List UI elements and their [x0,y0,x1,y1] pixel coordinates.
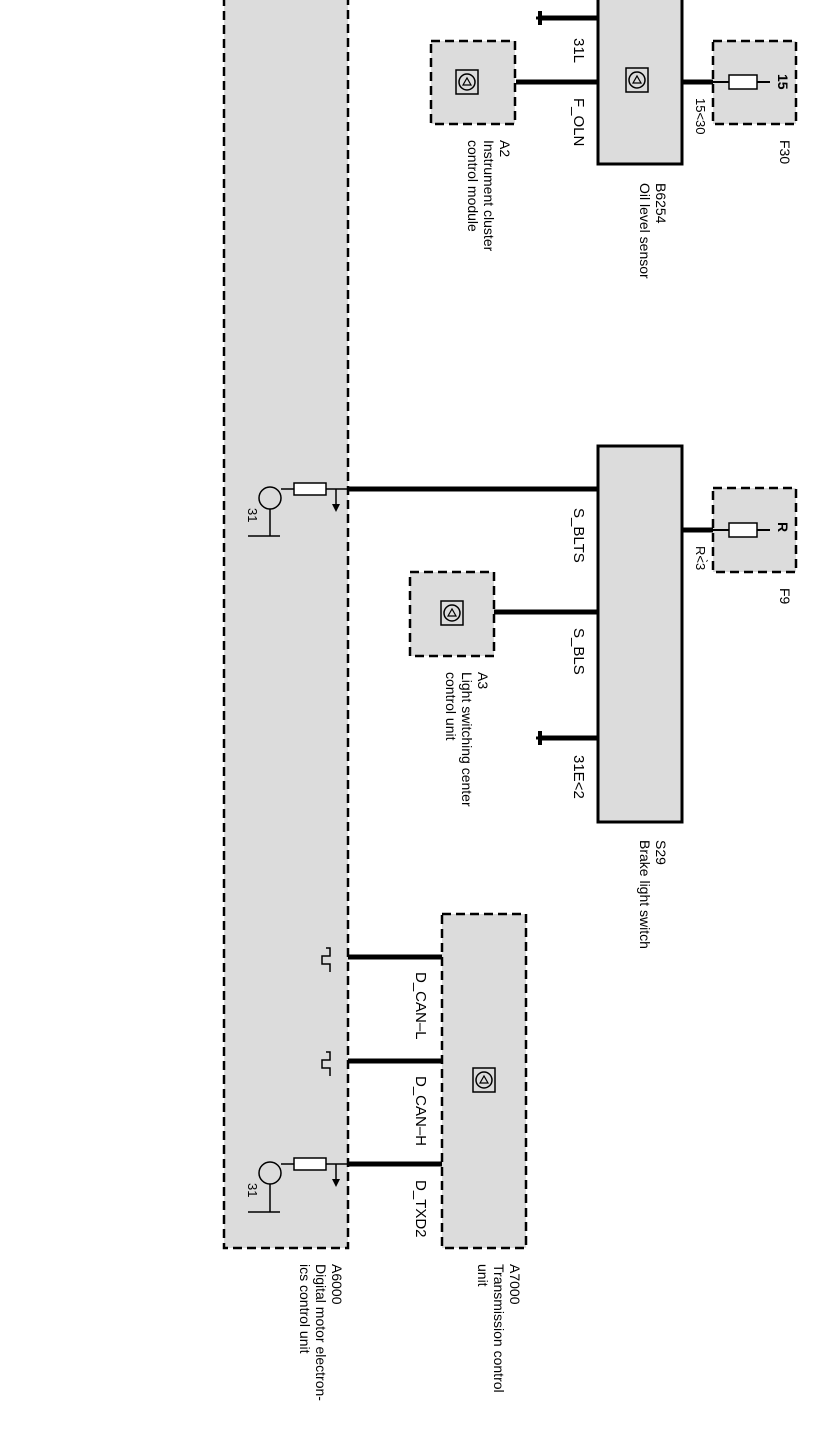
signal-d-can-l: D_CAN–L [412,972,429,1040]
ground-31-a: 31 [245,508,260,522]
a7000-name: Transmission control [491,1264,507,1393]
s29-switch-box [596,444,684,824]
can-pulse-icon-2 [321,1051,331,1076]
a2-name: Instrument cluster [481,140,497,252]
b6254-module-icon [625,67,649,93]
a3-module-icon [440,600,464,626]
f30-fuse-icon [728,74,758,90]
a2-name-2: control module [465,140,481,232]
a6000-name-2: ics control unit [297,1264,313,1354]
a6000-name: Digital motor electron- [313,1264,329,1401]
ground-31e-icon [536,731,542,745]
s29-name: Brake light switch [637,840,653,949]
ground-31l-icon [536,11,542,25]
a2-module-icon [455,69,479,95]
b6254-name: Oil level sensor [637,183,653,279]
a3-name: Light switching center [459,672,475,807]
can-pulse-icon-1 [321,947,331,972]
f30-terminal: 15 [775,74,791,90]
a7000-module-icon [472,1067,496,1093]
ground-31-b: 31 [245,1183,260,1197]
a6000-transistor-icon-1 [248,482,348,537]
signal-31l: 31L [570,38,587,63]
f30-wire: 15<30 [693,98,708,135]
signal-s-bls: S_BLS [570,628,587,675]
a6000-transistor-icon-2 [248,1157,348,1213]
signal-d-can-h: D_CAN–H [412,1076,429,1146]
a3-id: A3 [475,672,491,689]
signal-f-oln: F_OLN [570,98,587,146]
b6254-id: B6254 [653,183,669,224]
signal-d-txd2: D_TXD2 [412,1180,429,1238]
signal-31e: 31E<2 [570,755,587,799]
a6000-unit-box [222,0,350,1250]
s29-id: S29 [653,840,669,865]
a6000-id: A6000 [329,1264,345,1305]
f9-fuse-icon [728,522,758,538]
a3-name-2: control unit [443,672,459,741]
a2-id: A2 [497,140,513,157]
a7000-name-2: unit [475,1264,491,1287]
a7000-id: A7000 [507,1264,523,1305]
f30-id: F30 [777,140,793,164]
f9-id: F9 [777,588,793,605]
signal-s-blts: S_BLTS [570,508,587,563]
f9-terminal: R [775,522,791,532]
f9-wire: R<̀3 [693,546,708,570]
